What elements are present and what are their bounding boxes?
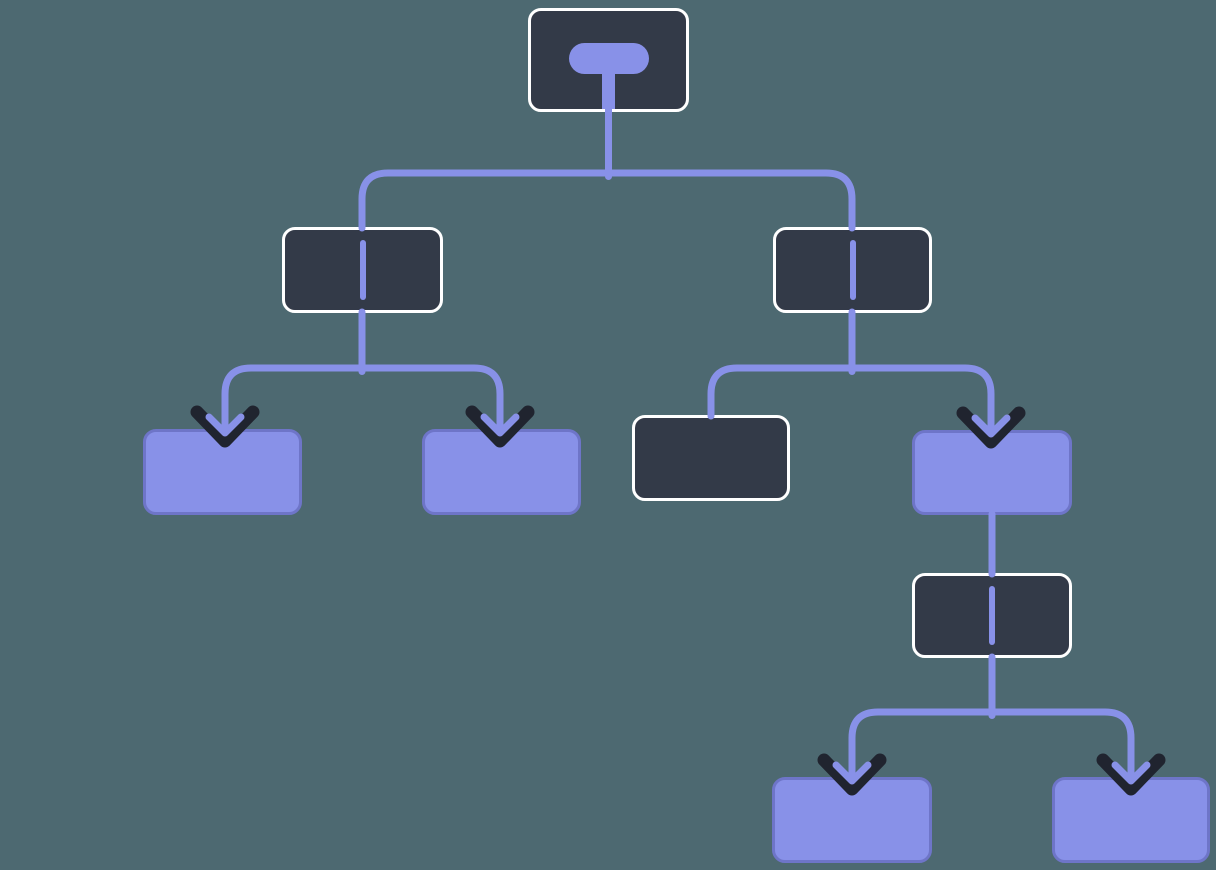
vertical-line-icon [989,586,995,645]
purple-mid-node[interactable] [912,430,1072,515]
tree-root-icon [568,43,649,74]
tree-root-stem-icon [602,71,615,109]
root-node[interactable] [528,8,689,112]
dark-leaf-node[interactable] [632,415,790,501]
leaf-bottom-right-node[interactable] [1052,777,1210,863]
vertical-line-icon [849,240,856,300]
vertical-line-icon [359,240,366,300]
branch-left-node[interactable] [282,227,443,313]
leaf-far-left-node[interactable] [143,429,302,515]
branch-bottom-node[interactable] [912,573,1072,658]
leaf-mid-left-node[interactable] [422,429,581,515]
leaf-bottom-left-node[interactable] [772,777,932,863]
branch-right-node[interactable] [773,227,932,313]
